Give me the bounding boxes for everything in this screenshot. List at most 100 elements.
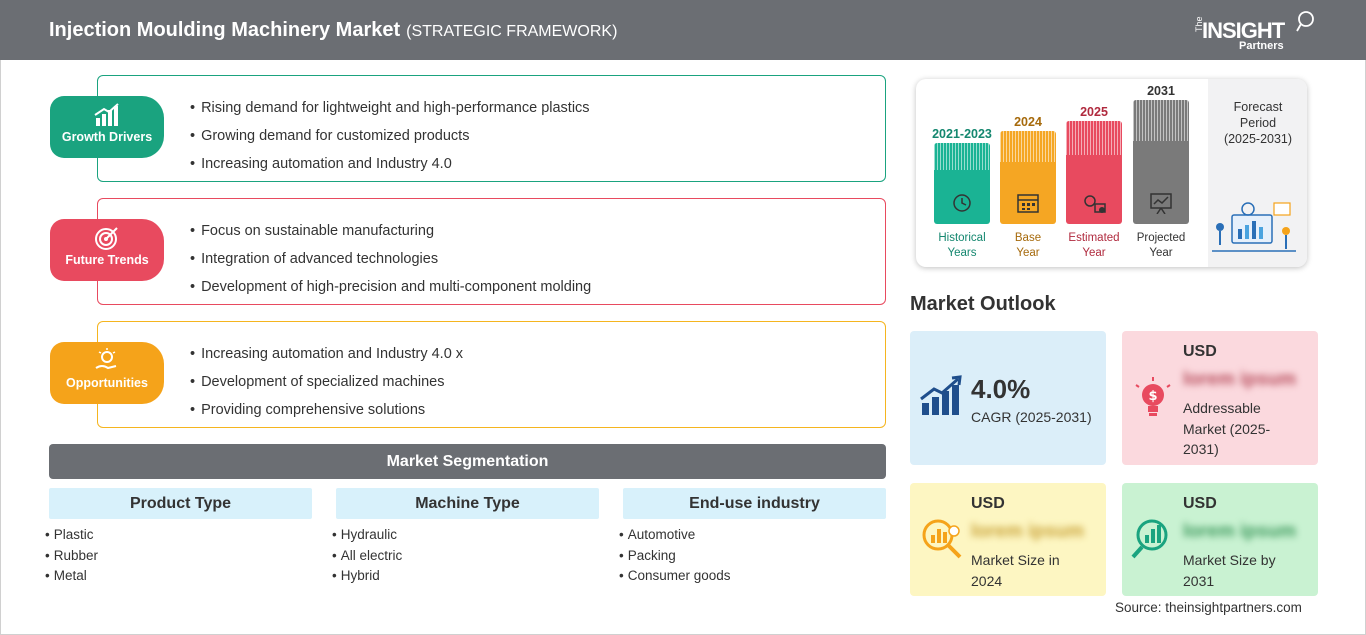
segment-header: Machine Type xyxy=(336,488,599,519)
cagr-tile: 4.0% CAGR (2025-2031) xyxy=(910,331,1106,465)
estimated-gear-chart-icon xyxy=(1084,195,1106,213)
lightbulb-hand-icon xyxy=(95,348,117,370)
segment-item: Rubber xyxy=(45,546,312,567)
size-2031-caption-line1: Market Size by xyxy=(1183,552,1276,568)
forecast-label: Forecast Period xyxy=(1214,99,1302,131)
growth-drivers-badge: Growth Drivers xyxy=(50,96,164,158)
segment-item: All electric xyxy=(332,546,599,567)
historical-clock-icon xyxy=(953,194,971,212)
target-icon xyxy=(95,227,118,250)
list-item: Increasing automation and Industry 4.0 x xyxy=(190,340,463,368)
logo-main: INSIGHT xyxy=(1202,18,1285,43)
size-2031-caption: Market Size by 2031 xyxy=(1183,550,1276,591)
segment-product-type: Product Type Plastic Rubber Metal xyxy=(49,488,312,587)
size-2024-caption-line1: Market Size in xyxy=(971,552,1060,568)
magnifier-chart-icon xyxy=(922,519,962,559)
list-item: Providing comprehensive solutions xyxy=(190,396,463,424)
timeline-year-estimated: 2025 xyxy=(1080,105,1108,119)
opportunities-list: Increasing automation and Industry 4.0 x… xyxy=(190,340,463,424)
list-item: Focus on sustainable manufacturing xyxy=(190,217,591,245)
market-size-2031-tile: USD lorem ipsum Market Size by 2031 xyxy=(1122,483,1318,596)
timeline-bar-projected xyxy=(1133,100,1189,224)
future-trends-badge: Future Trends xyxy=(50,219,164,281)
cagr-caption: CAGR (2025-2031) xyxy=(971,409,1092,425)
future-trends-label: Future Trends xyxy=(65,253,149,267)
market-size-2024-tile: USD lorem ipsum Market Size in 2024 xyxy=(910,483,1106,596)
size-2024-caption-line2: 2024 xyxy=(971,572,1003,589)
addressable-caption-line2: Market (2025- xyxy=(1183,420,1271,437)
timeline-bar-stripes xyxy=(934,143,990,170)
lightbulb-dollar-icon: $ xyxy=(1135,377,1171,416)
cagr-growth-chart-icon xyxy=(920,375,962,415)
list-item: Development of specialized machines xyxy=(190,368,463,396)
list-item: Integration of advanced technologies xyxy=(190,245,591,273)
addressable-currency: USD xyxy=(1183,343,1217,360)
timeline-bar-historical xyxy=(934,143,990,224)
timeline-bar-stripes xyxy=(1000,131,1056,162)
projected-board-icon xyxy=(1150,193,1172,214)
addressable-value-blurred: lorem ipsum xyxy=(1183,369,1296,390)
opportunities-label: Opportunities xyxy=(66,376,148,390)
segment-end-use-industry: End-use industry Automotive Packing Cons… xyxy=(623,488,886,587)
title-subtitle: (STRATEGIC FRAMEWORK) xyxy=(406,23,618,40)
size-2024-currency: USD xyxy=(971,495,1005,512)
list-item: Increasing automation and Industry 4.0 xyxy=(190,150,590,178)
opportunities-card: Increasing automation and Industry 4.0 x… xyxy=(97,321,886,428)
base-calendar-icon xyxy=(1017,194,1039,213)
segment-item: Hybrid xyxy=(332,566,599,587)
cagr-value: 4.0% xyxy=(971,374,1031,404)
segment-list: Plastic Rubber Metal xyxy=(45,525,312,587)
size-2024-value-blurred: lorem ipsum xyxy=(971,521,1084,542)
logo-partners: Partners xyxy=(1239,40,1284,52)
forecast-period: (2025-2031) xyxy=(1223,132,1293,146)
size-2031-caption-line2: 2031 xyxy=(1183,572,1215,589)
growth-drivers-card: Rising demand for lightweight and high-p… xyxy=(97,75,886,182)
segment-header: End-use industry xyxy=(623,488,886,519)
segment-machine-type: Machine Type Hydraulic All electric Hybr… xyxy=(336,488,599,587)
forecast-label-line1: Forecast xyxy=(1233,100,1283,114)
segment-list: Automotive Packing Consumer goods xyxy=(619,525,886,587)
growth-drivers-list: Rising demand for lightweight and high-p… xyxy=(190,94,590,178)
market-outlook-title: Market Outlook xyxy=(910,293,1056,315)
forecast-label-line2: Period xyxy=(1239,116,1277,130)
segment-item: Plastic xyxy=(45,525,312,546)
future-trends-list: Focus on sustainable manufacturing Integ… xyxy=(190,217,591,301)
growth-drivers-label: Growth Drivers xyxy=(61,130,153,144)
size-2024-caption: Market Size in 2024 xyxy=(971,550,1060,591)
segment-list: Hydraulic All electric Hybrid xyxy=(332,525,599,587)
insight-partners-logo[interactable]: The INSIGHT Partners xyxy=(1192,9,1322,55)
addressable-market-tile: $ USD lorem ipsum Addressable Market (20… xyxy=(1122,331,1318,465)
opportunities-badge: Opportunities xyxy=(50,342,164,404)
segmentation-title: Market Segmentation xyxy=(49,444,886,479)
segment-header: Product Type xyxy=(49,488,312,519)
addressable-caption-line1: Addressable xyxy=(1183,400,1261,416)
timeline-bar-stripes xyxy=(1133,100,1189,141)
segment-item: Hydraulic xyxy=(332,525,599,546)
future-trends-card: Focus on sustainable manufacturing Integ… xyxy=(97,198,886,305)
page-title: Injection Moulding Machinery Market(STRA… xyxy=(49,19,617,42)
size-2031-currency: USD xyxy=(1183,495,1217,512)
logo-swoosh-icon xyxy=(1296,11,1314,32)
timeline-year-base: 2024 xyxy=(1014,115,1042,129)
addressable-caption-line3: 2031) xyxy=(1183,441,1219,457)
timeline-year-projected: 2031 xyxy=(1147,84,1175,98)
header-bar: Injection Moulding Machinery Market(STRA… xyxy=(0,0,1366,60)
svg-text:$: $ xyxy=(1148,389,1157,404)
addressable-caption: Addressable Market (2025- 2031) xyxy=(1183,398,1270,460)
size-2031-value-blurred: lorem ipsum xyxy=(1183,521,1296,542)
timeline-bar-stripes xyxy=(1066,121,1122,155)
timeline-bar-estimated xyxy=(1066,121,1122,224)
magnifier-growth-icon xyxy=(1131,519,1168,559)
timeline-bar-base xyxy=(1000,131,1056,224)
growth-chart-icon xyxy=(94,103,119,126)
list-item: Development of high-precision and multi-… xyxy=(190,273,591,301)
analytics-illustration-icon xyxy=(1212,202,1296,252)
list-item: Growing demand for customized products xyxy=(190,122,590,150)
list-item: Rising demand for lightweight and high-p… xyxy=(190,94,589,122)
segment-item: Automotive xyxy=(619,525,886,546)
timeline-year-historical: 2021-2023 xyxy=(932,127,992,141)
